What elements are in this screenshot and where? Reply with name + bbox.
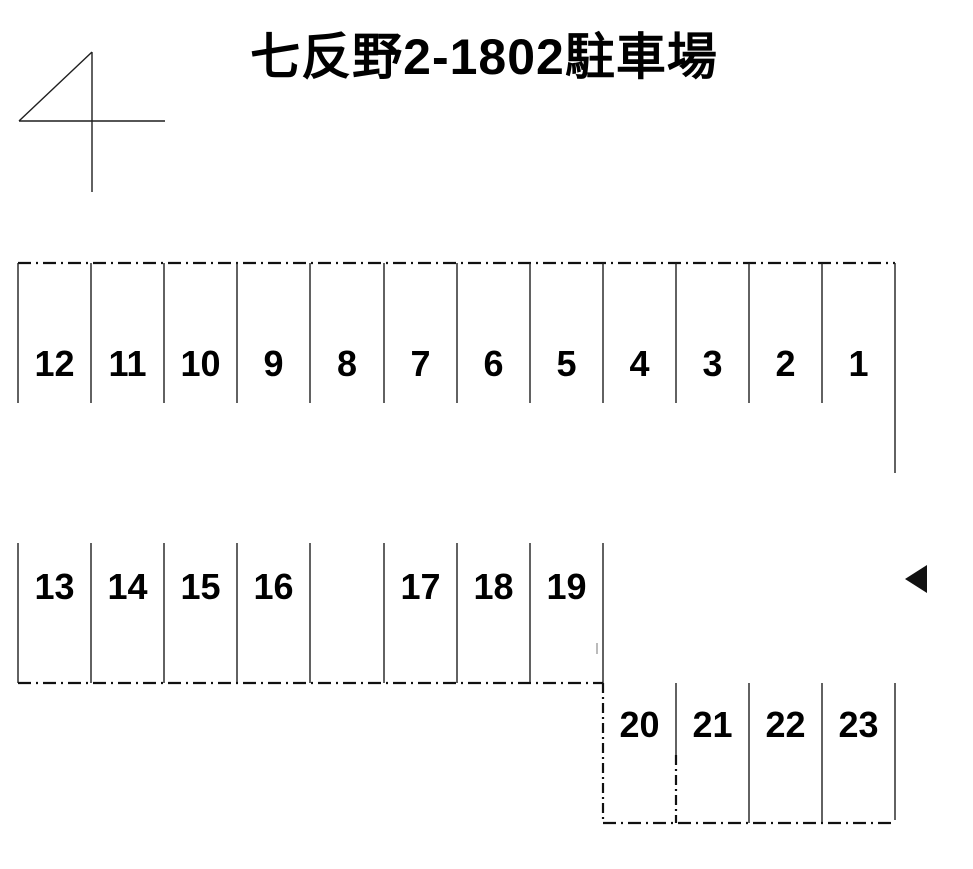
space-label-9: 9 — [263, 343, 283, 384]
space-label-17: 17 — [400, 566, 440, 607]
space-label-2: 2 — [775, 343, 795, 384]
space-label-12: 12 — [34, 343, 74, 384]
space-label-11: 11 — [108, 343, 146, 384]
space-label-1: 1 — [848, 343, 868, 384]
space-label-22: 22 — [765, 704, 805, 745]
entrance-arrow-icon — [905, 565, 927, 593]
space-label-10: 10 — [180, 343, 220, 384]
space-label-19: 19 — [546, 566, 586, 607]
parking-row-middle: 13 14 15 16 17 18 19 — [17, 543, 604, 685]
space-label-18: 18 — [473, 566, 513, 607]
parking-row-top: 12 11 10 9 8 7 6 5 4 3 2 1 — [17, 261, 896, 473]
space-label-3: 3 — [702, 343, 722, 384]
north-arrow-diagonal-line — [18, 51, 93, 122]
space-label-15: 15 — [180, 566, 220, 607]
space-label-6: 6 — [483, 343, 503, 384]
space-label-13: 13 — [34, 566, 74, 607]
space-label-20: 20 — [619, 704, 659, 745]
space-label-23: 23 — [838, 704, 878, 745]
parking-row-bottom: 20 21 22 23 — [601, 683, 896, 825]
space-label-8: 8 — [337, 343, 357, 384]
page-title: 七反野2-1802駐車場 — [250, 29, 718, 85]
space-label-14: 14 — [107, 566, 147, 607]
space-label-5: 5 — [556, 343, 576, 384]
space-label-7: 7 — [410, 343, 430, 384]
space-label-4: 4 — [629, 343, 649, 384]
north-arrow-icon — [18, 51, 165, 192]
space-label-21: 21 — [692, 704, 732, 745]
space-label-16: 16 — [253, 566, 293, 607]
